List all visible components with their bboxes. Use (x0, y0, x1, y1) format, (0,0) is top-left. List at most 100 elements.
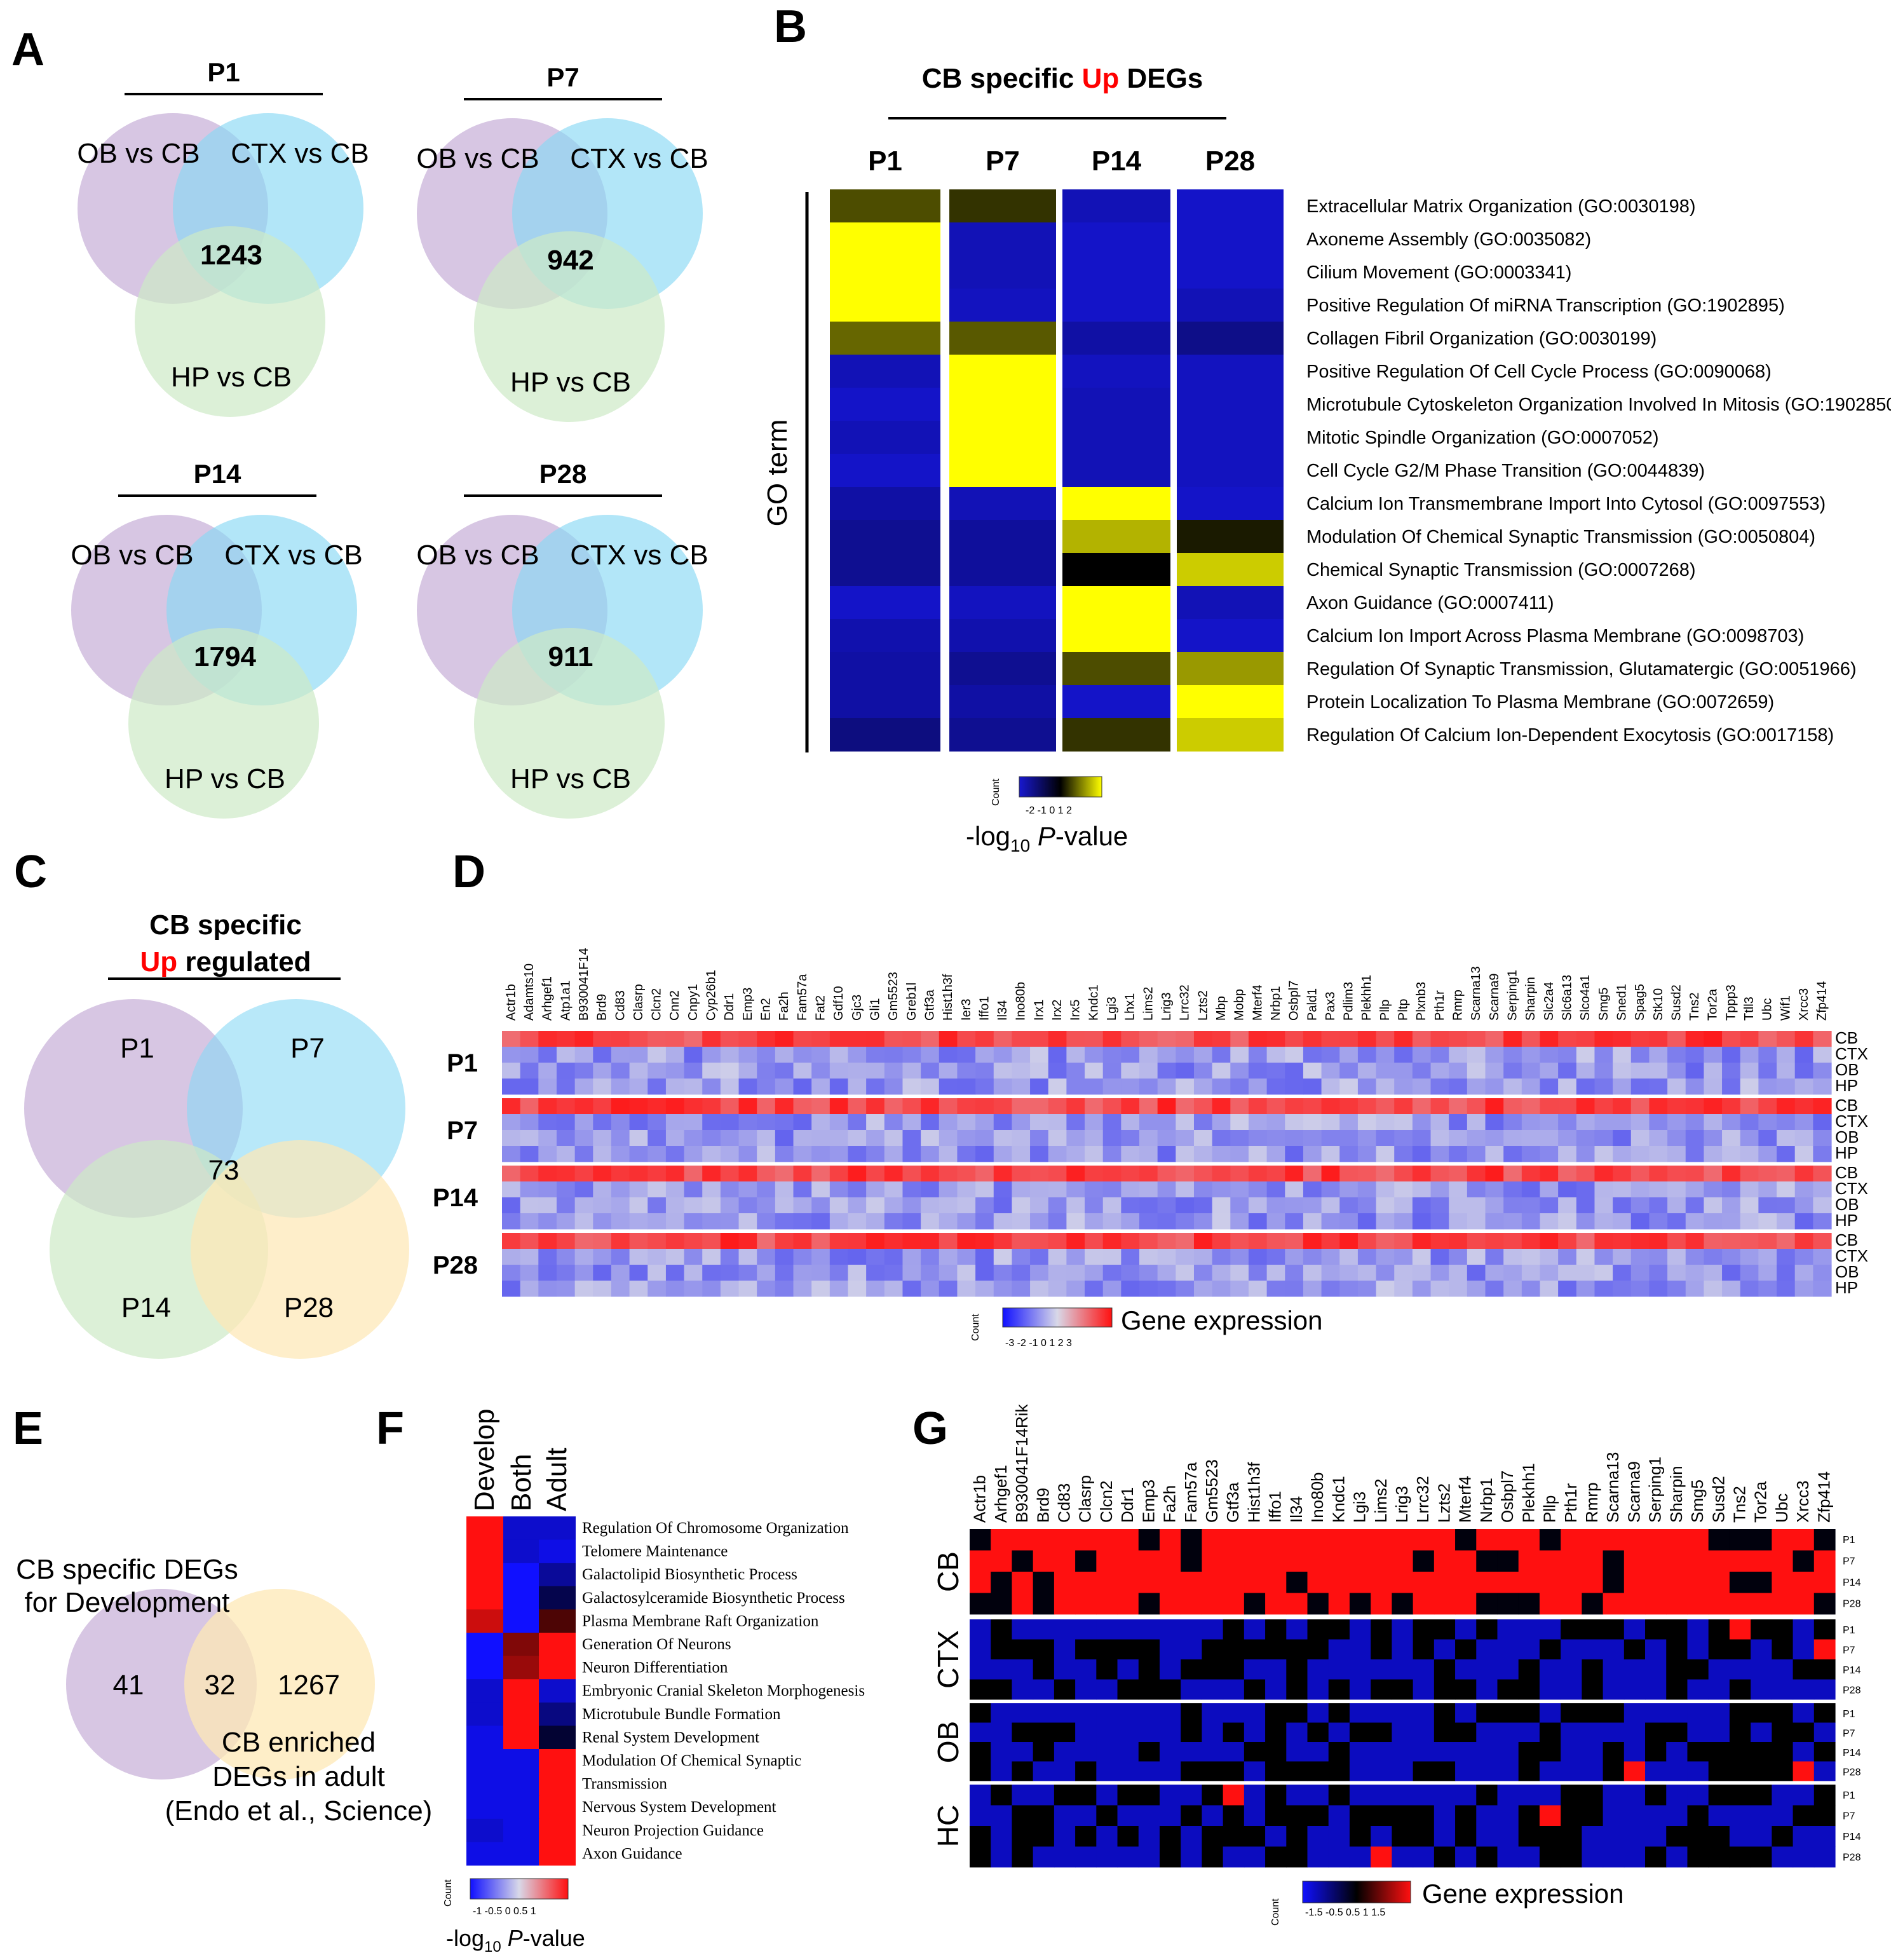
heatmap-cell (1066, 1146, 1085, 1162)
heatmap-cell (1751, 1572, 1772, 1593)
heatmap-cell (1722, 1031, 1741, 1047)
heatmap-cell (466, 1539, 503, 1563)
heatmap-cell (1630, 1181, 1650, 1198)
heatmap-cell (1613, 1047, 1632, 1063)
heatmap-cell (1666, 1659, 1688, 1680)
heatmap-cell (1667, 1265, 1686, 1281)
heatmap-cell (1033, 1659, 1055, 1680)
row-label: P28 (1843, 1767, 1861, 1778)
heatmap-cell (1012, 1639, 1034, 1660)
heatmap-cell (757, 1233, 776, 1249)
heatmap-cell (466, 1609, 503, 1633)
gene-label: Cnpy1 (686, 984, 700, 1021)
heatmap-cell (1722, 1047, 1741, 1063)
heatmap-cell (1159, 1826, 1181, 1847)
gene-label: Gtf3a (923, 989, 937, 1021)
heatmap-cell (1085, 1233, 1104, 1249)
heatmap-cell (991, 1619, 1013, 1640)
heatmap-cell (1413, 1572, 1435, 1593)
heatmap-cell (1539, 1703, 1561, 1723)
heatmap-cell (1729, 1742, 1751, 1762)
heatmap-cell (647, 1098, 667, 1115)
heatmap-cell (1758, 1063, 1777, 1079)
heatmap-cell (1594, 1047, 1613, 1063)
heatmap-cell (1603, 1761, 1625, 1781)
heatmap-cell (1181, 1639, 1203, 1660)
heatmap-cell (1649, 1114, 1668, 1131)
heatmap-cell (1392, 1679, 1414, 1700)
heatmap-cell (1176, 1146, 1195, 1162)
heatmap-cell (949, 718, 1056, 752)
heatmap-cell (1062, 454, 1170, 487)
heatmap-cell (1729, 1679, 1751, 1700)
heatmap-cell (793, 1079, 812, 1095)
heatmap-cell (1813, 1197, 1832, 1214)
venn-circle-adult (184, 1589, 375, 1780)
heatmap-cell (1230, 1265, 1249, 1281)
heatmap-cell (1030, 1181, 1049, 1198)
heatmap-cell (1193, 1063, 1213, 1079)
heatmap-cell (738, 1047, 757, 1063)
heatmap-cell (1376, 1197, 1395, 1214)
heatmap-cell (1349, 1826, 1371, 1847)
heatmap-cell (1139, 1213, 1158, 1230)
heatmap-cell (738, 1166, 757, 1182)
heatmap-cell (556, 1031, 576, 1047)
heatmap-cell (1594, 1146, 1613, 1162)
heatmap-cell (503, 1539, 540, 1563)
heatmap-cell (975, 1181, 994, 1198)
heatmap-cell (1813, 1031, 1832, 1047)
heatmap-cell (1371, 1529, 1392, 1551)
heatmap-cell (991, 1593, 1013, 1615)
heatmap-cell (1603, 1805, 1625, 1827)
heatmap-cell (1066, 1213, 1085, 1230)
heatmap-cell (1157, 1114, 1176, 1131)
heatmap-cell (1117, 1826, 1139, 1847)
gene-label: Serping1 (1646, 1457, 1665, 1523)
heatmap-cell (684, 1166, 703, 1182)
heatmap-cell (574, 1213, 593, 1230)
heatmap-cell (647, 1079, 667, 1095)
heatmap-cell (1497, 1826, 1519, 1847)
heatmap-cell (957, 1265, 976, 1281)
heatmap-cell (1449, 1197, 1468, 1214)
heatmap-cell (1357, 1166, 1377, 1182)
heatmap-cell (1371, 1659, 1392, 1680)
heatmap-cell (1266, 1249, 1285, 1265)
heatmap-cell (1117, 1572, 1139, 1593)
heatmap-cell (1139, 1181, 1158, 1198)
heatmap-cell (1740, 1130, 1759, 1147)
go-term-label: Microtubule Bundle Formation (582, 1706, 781, 1723)
heatmap-cell (1434, 1722, 1456, 1743)
heatmap-cell (1181, 1619, 1203, 1640)
heatmap-cell (1012, 1846, 1034, 1868)
heatmap-cell (775, 1063, 794, 1079)
heatmap-cell (1248, 1063, 1268, 1079)
heatmap-cell (629, 1197, 648, 1214)
heatmap-cell (1704, 1098, 1723, 1115)
heatmap-cell (1030, 1114, 1049, 1131)
heatmap-cell (502, 1031, 521, 1047)
heatmap-cell (1321, 1181, 1340, 1198)
heatmap-cell (1230, 1197, 1249, 1214)
heatmap-cell (993, 1213, 1013, 1230)
heatmap-cell (593, 1146, 612, 1162)
row-label: CTX (1835, 1044, 1868, 1063)
heatmap-cell (991, 1846, 1013, 1868)
heatmap-cell (1708, 1659, 1730, 1680)
heatmap-cell (1328, 1639, 1350, 1660)
heatmap-cell (720, 1213, 740, 1230)
heatmap-cell (1497, 1785, 1519, 1806)
heatmap-cell (1193, 1181, 1213, 1198)
heatmap-cell (1121, 1130, 1140, 1147)
heatmap-cell (1467, 1281, 1486, 1297)
heatmap-cell (702, 1249, 721, 1265)
heatmap-cell (1413, 1639, 1435, 1660)
heatmap-cell (1181, 1659, 1203, 1680)
heatmap-cell (1394, 1249, 1413, 1265)
heatmap-cell (1603, 1703, 1625, 1723)
heatmap-cell (1159, 1742, 1181, 1762)
row-label: HP (1835, 1211, 1858, 1230)
heatmap-cell (757, 1079, 776, 1095)
heatmap-cell (848, 1031, 867, 1047)
